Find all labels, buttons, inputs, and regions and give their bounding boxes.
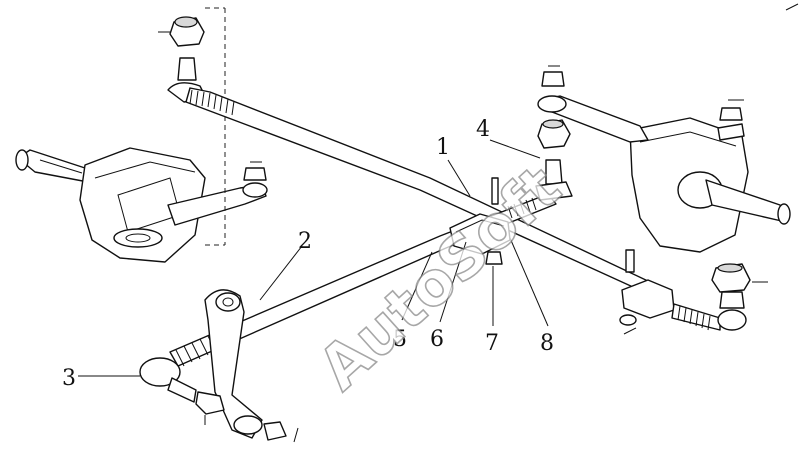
right-outer-ball-joint: [619, 249, 768, 335]
left-kingpin-axis: [205, 7, 226, 246]
callout-1: 1: [436, 135, 450, 160]
callout-6: 6: [430, 327, 444, 352]
leader-lines: [78, 139, 549, 377]
corner-mark: [785, 3, 799, 11]
right-upper-ball-joint: [535, 119, 573, 201]
left-inner-ball-joint: [139, 357, 225, 425]
callout-5: 5: [393, 327, 407, 352]
callout-7: 7: [485, 331, 499, 356]
callout-3: 3: [62, 366, 76, 391]
callout-4: 4: [476, 117, 490, 142]
left-steering-knuckle: [15, 147, 268, 263]
callout-8: 8: [540, 331, 554, 356]
right-steering-knuckle: [537, 65, 791, 253]
callout-2: 2: [298, 229, 312, 254]
